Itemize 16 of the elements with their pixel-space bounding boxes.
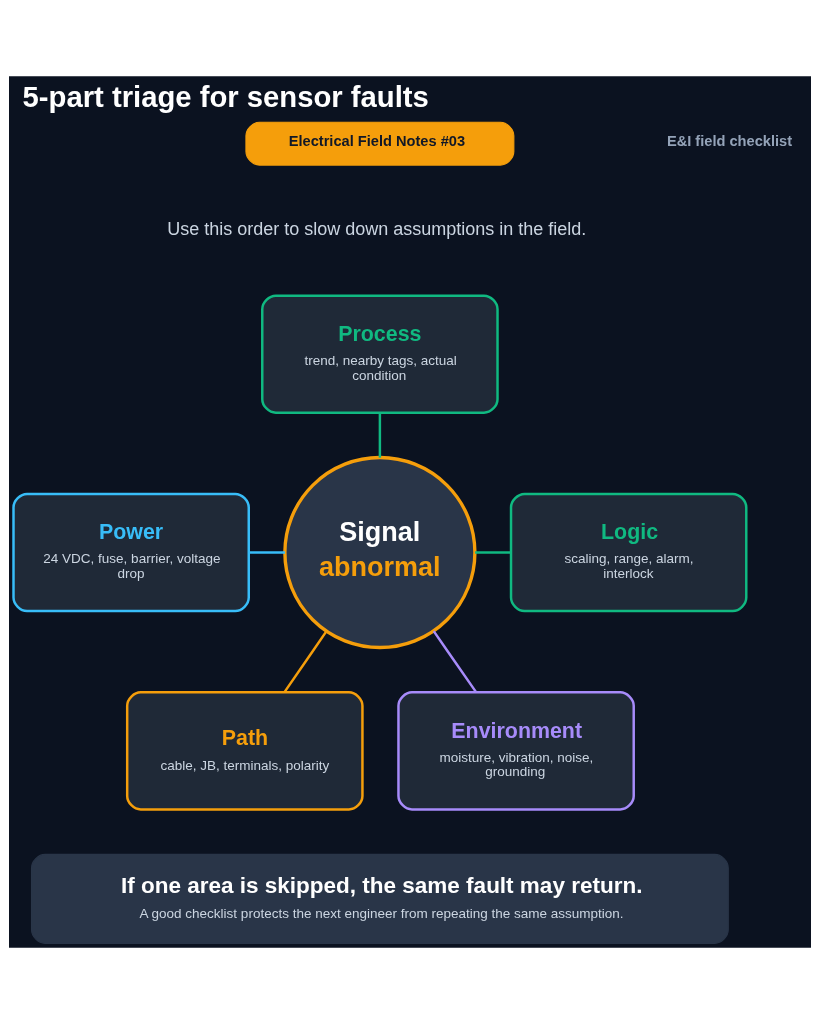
node-box: Power 24 VDC, fuse, barrier, voltage drop <box>11 492 250 613</box>
diagram-title: 5-part triage for sensor faults <box>22 81 429 114</box>
node-box: Path cable, JB, terminals, polarity <box>125 691 364 811</box>
connector <box>282 630 328 693</box>
node-box: Process trend, nearby tags, actual condition <box>260 294 499 414</box>
connector <box>474 551 511 554</box>
label: E&I field checklist <box>666 133 792 150</box>
node-box: Electrical Field Notes #03 <box>244 121 514 166</box>
connector <box>432 630 477 693</box>
connector <box>378 413 381 458</box>
node-circle: Signal abnormal <box>282 455 477 650</box>
connector <box>248 551 285 554</box>
label: Use this order to slow down assumptions in the field. <box>166 218 586 239</box>
node-box: If one area is skipped, the same fault may return. A good checklist protects the next engineer from repeating the same assumption. <box>30 853 729 944</box>
node-box: Environment moisture, vibration, noise, grounding <box>396 691 635 811</box>
node-box: Logic scaling, range, alarm, interlock <box>509 492 747 613</box>
